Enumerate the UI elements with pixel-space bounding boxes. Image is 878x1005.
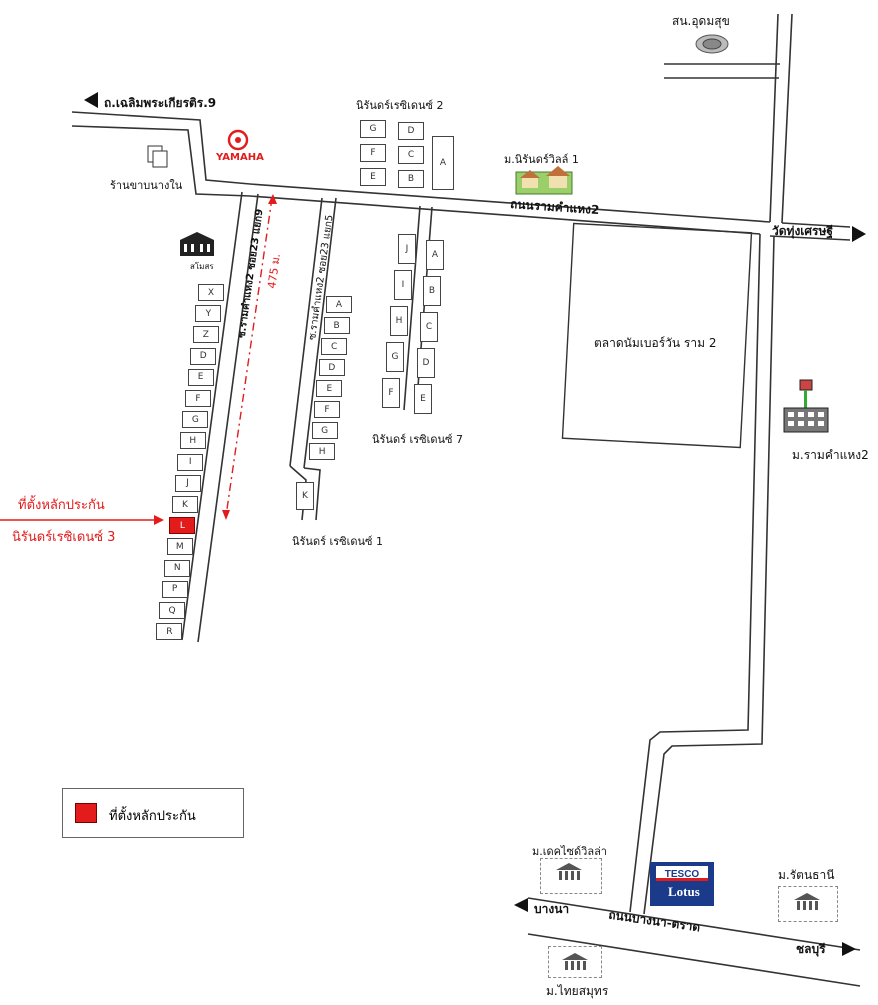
thaisamut-frame xyxy=(548,946,602,978)
house-block-nirun3-m: M xyxy=(166,538,193,556)
house-block-nirun7_left-i: I xyxy=(394,270,412,300)
nirun1-label: นิรันดร์ เรซิเดนซ์ 1 xyxy=(292,535,384,548)
thaisamut-bank-icon xyxy=(562,953,588,970)
house-block-nirun1-c: C xyxy=(321,338,348,355)
chonburi-label: ชลบุรี xyxy=(796,942,826,956)
nirunville-label: ม.นิรันดร์วิลล์ 1 xyxy=(504,153,579,166)
house-block-nirun3-i: I xyxy=(177,453,204,471)
house-block-nirun7_right-b: B xyxy=(423,276,441,306)
legend-swatch xyxy=(75,803,97,823)
tesco-lotus-logo-icon xyxy=(650,862,714,906)
market-area xyxy=(561,222,753,449)
house-block-nirun3-n: N xyxy=(164,559,191,577)
shop-icon xyxy=(147,145,168,168)
house-block-nirun2_left-g: G xyxy=(360,120,386,138)
arrow-east-wat xyxy=(852,226,866,242)
house-block-nirun2_left-f: F xyxy=(360,144,386,162)
house-block-nirun2_left-e: E xyxy=(360,168,386,186)
house-block-nirun3-e: E xyxy=(187,368,214,386)
nirun2-label: นิรันดร์เรซิเดนซ์ 2 xyxy=(356,99,444,112)
shop-label: ร้านขาบนางใน xyxy=(110,179,183,192)
legend: ที่ตั้งหลักประกัน xyxy=(62,788,244,838)
house-block-nirun1-g: G xyxy=(311,422,338,439)
house-block-nirun7_right-a: A xyxy=(426,240,444,270)
rattanathani-label: ม.รัตนธานี xyxy=(778,868,835,882)
house-block-nirun1-a: A xyxy=(326,296,352,313)
village-houses-icon xyxy=(515,166,573,195)
house-block-nirun1-h: H xyxy=(309,443,336,460)
arrow-west-chaloem xyxy=(84,92,98,108)
bangna-label: บางนา xyxy=(534,902,570,916)
police-station-icon xyxy=(695,34,729,54)
dechville-bank-icon xyxy=(556,863,582,882)
collateral-label-line1: ที่ตั้งหลักประกัน xyxy=(18,498,105,513)
house-block-nirun1-f: F xyxy=(314,401,340,418)
house-block-nirun7_right-d: D xyxy=(417,348,435,378)
chaloem-road-label: ถ.เฉลิมพระเกียรติร.9 xyxy=(104,96,217,110)
house-block-nirun7_right-e: E xyxy=(414,384,432,414)
thai-samut-label: ม.ไทยสมุทร xyxy=(546,984,609,998)
dechville-frame xyxy=(540,858,602,894)
house-block-nirun2_mid-c: C xyxy=(398,146,424,164)
house-block-nirun3-r: R xyxy=(156,623,183,641)
udom-suk-label: สน.อุดมสุข xyxy=(672,14,730,28)
ram2-village-label: ม.รามคำแหง2 xyxy=(792,448,869,462)
house-block-nirun2_mid-b: B xyxy=(398,170,424,188)
clubhouse-icon xyxy=(180,232,214,256)
arrow-east-chonburi xyxy=(842,942,856,956)
house-block-nirun3-p: P xyxy=(161,580,188,598)
house-block-nirun3-z: Z xyxy=(192,326,219,344)
house-block-nirun3-d: D xyxy=(190,347,217,365)
tesco-text: TESCO xyxy=(665,869,700,880)
rattanathani-frame xyxy=(778,886,838,922)
house-block-nirun7_left-h: H xyxy=(390,306,408,336)
house-block-nirun7_left-f: F xyxy=(382,378,400,408)
house-block-nirun3-x: X xyxy=(198,284,224,301)
house-block-nirun1_extra-k: K xyxy=(296,482,314,510)
collateral-label-line2: นิรันดร์เรซิเดนซ์ 3 xyxy=(12,530,116,545)
house-block-nirun7_left-g: G xyxy=(386,342,404,372)
house-block-nirun3-l: L xyxy=(169,517,196,535)
house-block-nirun1-b: B xyxy=(323,317,350,334)
apartment-building-icon xyxy=(783,379,829,433)
house-block-nirun3-q: Q xyxy=(159,602,185,619)
arrow-west-bangna xyxy=(514,898,528,912)
house-block-nirun1-e: E xyxy=(316,380,343,397)
yamaha-label: YAMAHA xyxy=(216,152,264,163)
house-block-nirun7_left-j: J xyxy=(398,234,416,264)
house-block-nirun2_mid-d: D xyxy=(398,122,424,140)
nirun7-label: นิรันดร์ เรซิเดนซ์ 7 xyxy=(372,433,464,446)
house-block-nirun7_right-c: C xyxy=(420,312,438,342)
yamaha-logo-icon xyxy=(227,129,249,151)
house-block-nirun3-j: J xyxy=(174,474,201,492)
house-block-nirun3-f: F xyxy=(185,390,211,407)
legend-text: ที่ตั้งหลักประกัน xyxy=(109,809,196,824)
market-label: ตลาดนัมเบอร์วัน ราม 2 xyxy=(594,336,717,350)
house-block-nirun3-g: G xyxy=(182,411,209,429)
house-block-nirun1-d: D xyxy=(318,359,345,376)
lotus-text: Lotus xyxy=(668,884,700,899)
house-block-nirun2_right-a: A xyxy=(432,136,454,190)
clubhouse-label: สโมสร xyxy=(190,262,214,271)
rattanathani-bank-icon xyxy=(794,893,820,910)
house-block-nirun3-y: Y xyxy=(195,305,222,323)
house-block-nirun3-h: H xyxy=(179,432,206,450)
wat-thung-label: วัดทุ่งเศรษฐี xyxy=(772,224,833,238)
dechville-label: ม.เดคไซด์วิลล่า xyxy=(532,845,607,858)
house-block-nirun3-k: K xyxy=(172,496,198,513)
